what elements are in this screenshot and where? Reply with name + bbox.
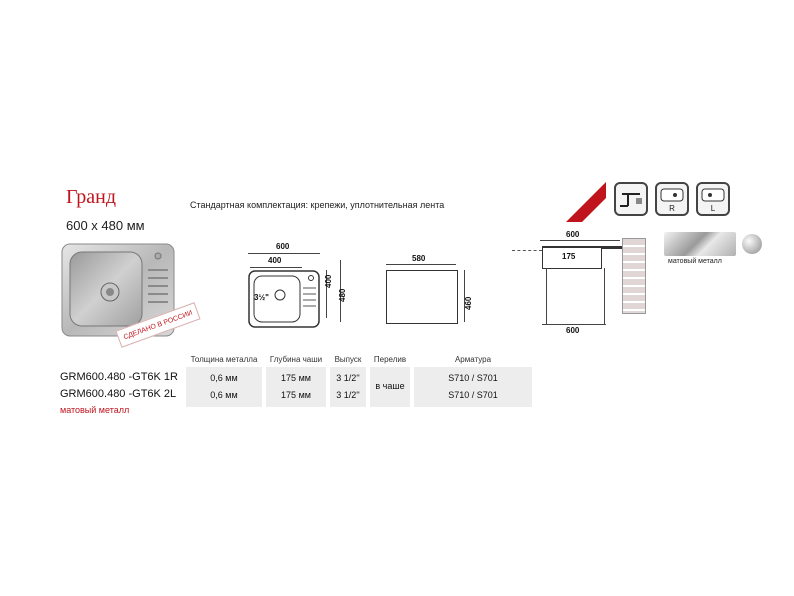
dim-175: 175	[562, 252, 576, 261]
row2-depth: 175 мм	[281, 390, 311, 400]
dim-600-section-bottom: 600	[566, 326, 580, 335]
finish-ball-icon	[742, 234, 762, 254]
overflow-value: в чаше	[375, 381, 405, 391]
bowl-left-label: L	[710, 204, 716, 213]
finish-swatch	[664, 232, 736, 256]
dim-600-top: 600	[276, 242, 290, 251]
drawing-cutout: 580 460	[384, 250, 484, 330]
dim-580: 580	[412, 254, 426, 263]
standard-kit-text: Стандартная комплектация: крепежи, уплот…	[190, 200, 445, 210]
row1-thickness: 0,6 мм	[210, 373, 238, 383]
mounting-profile-icon	[620, 193, 642, 207]
sink-left-icon	[701, 188, 725, 202]
dim-400-side: 400	[324, 274, 333, 288]
row2-fittings: S710 / S701	[448, 390, 498, 400]
drawing-section: 600 175 600	[508, 228, 648, 338]
dim-600-section-top: 600	[566, 230, 580, 239]
row2-thickness: 0,6 мм	[210, 390, 238, 400]
bowl-left-icon: L	[696, 182, 730, 216]
row2-outlet: 3 1/2''	[336, 390, 360, 400]
dim-400-top: 400	[268, 256, 282, 265]
product-title: Гранд	[66, 186, 117, 208]
dim-480-side: 480	[338, 288, 347, 302]
bowl-right-icon: R	[655, 182, 689, 216]
bowl-right-label: R	[669, 204, 675, 213]
drawing-top-view: 600 400 3½" 400 480	[246, 240, 366, 340]
sink-right-icon	[660, 188, 684, 202]
model-1r: GRM600.480 -GT6K 1R	[60, 371, 178, 383]
row1-fittings: S710 / S701	[448, 373, 498, 383]
header-thickness: Толщина металла	[190, 355, 258, 364]
finish-swatch-label: матовый металл	[668, 258, 722, 265]
finish-note: матовый металл	[60, 405, 130, 415]
product-size: 600 х 480 мм	[66, 218, 145, 233]
header-fittings: Арматура	[454, 355, 492, 364]
row1-outlet: 3 1/2''	[336, 373, 360, 383]
mounting-icon	[614, 182, 648, 216]
model-2l: GRM600.480 -GT6K 2L	[60, 388, 177, 400]
dim-460: 460	[464, 296, 473, 310]
header-outlet: Выпуск	[334, 355, 362, 364]
new-badge	[566, 182, 606, 222]
sink-photo	[61, 243, 175, 337]
header-overflow: Перелив	[373, 355, 407, 364]
drain-size: 3½"	[254, 293, 269, 302]
row1-depth: 175 мм	[281, 373, 311, 383]
header-depth: Глубина чаши	[269, 355, 323, 364]
